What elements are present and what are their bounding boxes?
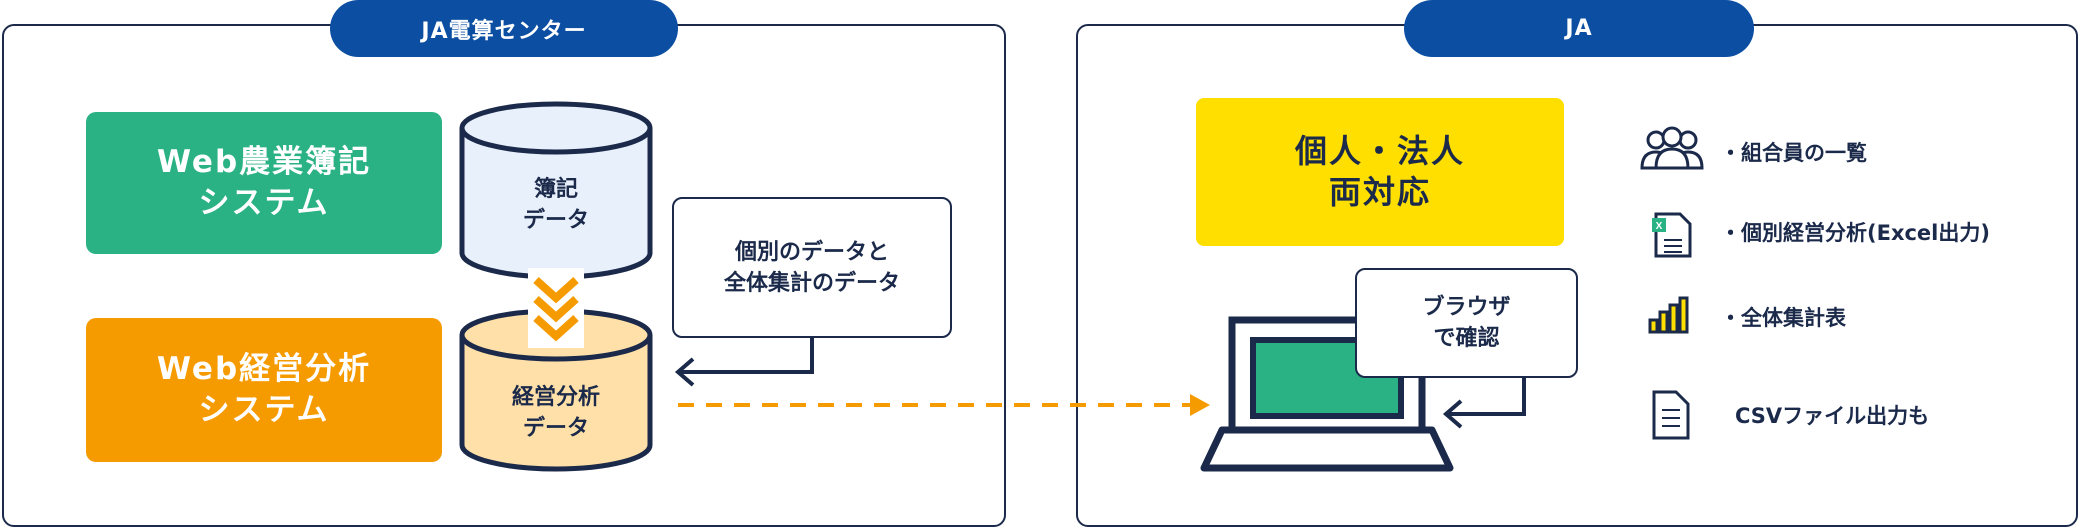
web-boki-system-box: Web農業簿記 システム <box>86 112 442 254</box>
feature-member-list: ・組合員の一覧 <box>1720 141 1867 165</box>
individual-aggregate-data-callout: 個別のデータと 全体集計のデータ <box>672 197 952 338</box>
group-icon <box>1640 126 1704 170</box>
browser-line1: ブラウザ <box>1422 295 1511 320</box>
web-boki-line1: Web農業簿記 <box>156 144 372 180</box>
browser-check-callout: ブラウザ で確認 <box>1355 268 1578 378</box>
keiei-data-line1: 経営分析 <box>511 385 600 410</box>
web-keiei-system-box: Web経営分析 システム <box>86 318 442 462</box>
excel-file-icon: X <box>1652 212 1692 258</box>
boki-data-line1: 簿記 <box>533 177 578 202</box>
web-keiei-line1: Web経営分析 <box>156 351 372 387</box>
web-keiei-line2: システム <box>198 392 330 428</box>
document-icon <box>1652 390 1690 440</box>
feature-excel-output: ・個別経営分析(Excel出力) <box>1720 221 1990 245</box>
ja-title: JA <box>1404 0 1754 57</box>
keiei-data-label: 経営分析 データ <box>470 378 642 448</box>
yellow-line2: 両対応 <box>1328 173 1431 211</box>
svg-text:X: X <box>1656 221 1663 232</box>
feature-csv-output: CSVファイル出力も <box>1735 404 1930 428</box>
feature-aggregate-table: ・全体集計表 <box>1720 306 1846 330</box>
browser-line2: で確認 <box>1433 326 1500 351</box>
web-boki-line2: システム <box>198 185 330 221</box>
keiei-database-icon <box>459 308 653 472</box>
arrow-left-icon <box>1442 374 1526 429</box>
dashed-arrow-icon <box>678 394 1210 416</box>
individual-corporate-box: 個人・法人 両対応 <box>1196 98 1564 246</box>
boki-data-label: 簿記 データ <box>470 170 642 240</box>
chevron-down-icon <box>533 277 579 342</box>
ja-densan-center-title: JA電算センター <box>330 0 678 57</box>
boki-data-line2: データ <box>522 208 589 233</box>
arrow-left-icon <box>674 338 814 387</box>
keiei-data-line2: データ <box>522 416 589 441</box>
callout-line1: 個別のデータと <box>734 239 889 265</box>
yellow-line1: 個人・法人 <box>1294 132 1465 170</box>
callout-line2: 全体集計のデータ <box>723 270 900 296</box>
bar-chart-icon <box>1648 296 1689 334</box>
